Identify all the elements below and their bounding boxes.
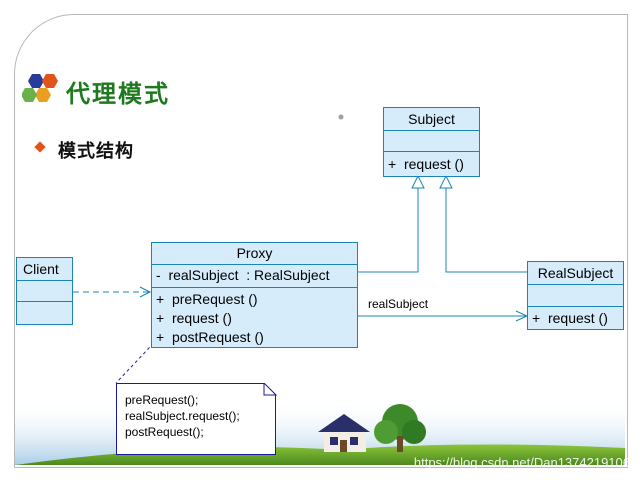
class-subject: Subject + request () (383, 107, 480, 177)
note-fold-icon (263, 383, 277, 396)
proxy-generalization-line (357, 178, 419, 273)
operation: + request () (156, 310, 232, 326)
class-client-name: Client (23, 261, 59, 277)
proxy-generalization-arrowhead (411, 174, 425, 189)
class-proxy: Proxy - realSubject : RealSubject + preR… (151, 242, 358, 348)
code-note: preRequest(); realSubject.request(); pos… (116, 383, 276, 455)
class-realsubject-name: RealSubject (537, 265, 614, 281)
attribute: - realSubject : RealSubject (156, 267, 330, 283)
class-proxy-attributes: - realSubject : RealSubject (152, 264, 357, 287)
class-proxy-name: Proxy (236, 245, 273, 261)
note-line: postRequest(); (125, 425, 204, 439)
operation: + postRequest () (156, 329, 264, 345)
association-label: realSubject (368, 297, 429, 311)
class-client-attributes (17, 280, 72, 301)
watermark: https://blog.csdn.net/Dan1374219106 (413, 455, 630, 470)
class-subject-name: Subject (408, 111, 455, 127)
operation: + preRequest () (156, 291, 258, 307)
logo-hexagons-icon (22, 74, 58, 102)
page-title: 代理模式 (66, 80, 170, 108)
class-subject-attributes (384, 130, 479, 151)
class-client-operations (17, 301, 72, 324)
class-subject-operations: + request () (384, 151, 479, 176)
section-subtitle: 模式结构 (58, 141, 134, 162)
realsubject-generalization-arrowhead (439, 174, 453, 189)
class-realsubject-attributes (528, 284, 623, 306)
class-proxy-operations: + preRequest () + request () + postReque… (152, 287, 357, 347)
operation: + request () (532, 310, 608, 326)
operation: + request () (388, 156, 464, 172)
realsubject-generalization-line (445, 178, 527, 273)
client-dependency-arrowhead (139, 286, 152, 298)
class-realsubject-operations: + request () (528, 306, 623, 329)
title-underline (22, 114, 344, 120)
class-client: Client (16, 257, 73, 325)
class-realsubject: RealSubject + request () (527, 261, 624, 330)
note-line: realSubject.request(); (125, 409, 240, 423)
note-line: preRequest(); (125, 393, 199, 407)
